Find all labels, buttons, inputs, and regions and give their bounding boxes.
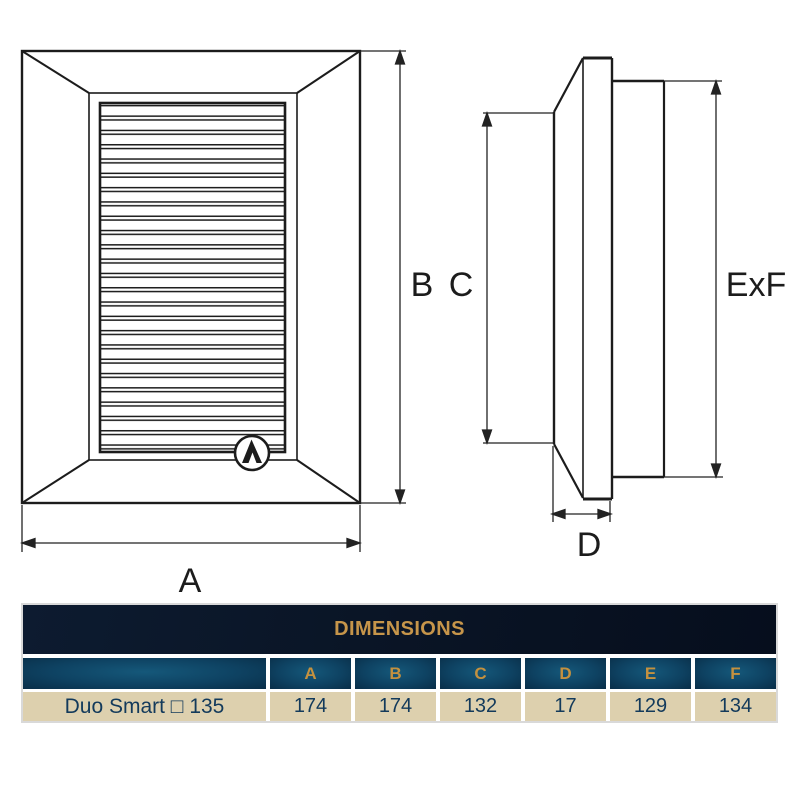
technical-drawing: A B C D ExF bbox=[20, 49, 786, 600]
column-header-a: A bbox=[270, 658, 351, 689]
frame-bevel-lines bbox=[21, 50, 361, 504]
value-d: 17 bbox=[525, 692, 606, 721]
column-header-e: E bbox=[610, 658, 691, 689]
louver-slats bbox=[100, 103, 285, 452]
label-dimension-a: A bbox=[179, 562, 202, 600]
front-inner-frame bbox=[88, 92, 298, 461]
side-view bbox=[552, 56, 666, 501]
front-view bbox=[20, 49, 362, 505]
dimensions-table: DIMENSIONS A B C D E F Duo Smart □ 135 1… bbox=[21, 603, 778, 723]
value-c: 132 bbox=[440, 692, 521, 721]
value-e: 129 bbox=[610, 692, 691, 721]
label-dimension-c: C bbox=[449, 266, 474, 304]
value-f: 134 bbox=[695, 692, 776, 721]
column-header-f: F bbox=[695, 658, 776, 689]
column-header-c: C bbox=[440, 658, 521, 689]
value-b: 174 bbox=[355, 692, 436, 721]
dimension-lines bbox=[20, 49, 723, 552]
column-header-empty bbox=[23, 658, 266, 689]
louver-border bbox=[98, 101, 287, 454]
brand-logo-icon bbox=[233, 434, 271, 472]
column-header-b: B bbox=[355, 658, 436, 689]
label-dimension-exf: ExF bbox=[726, 266, 786, 304]
table-grid: A B C D E F Duo Smart □ 135 174 174 132 … bbox=[23, 654, 776, 721]
label-dimension-d: D bbox=[577, 526, 602, 564]
table-title: DIMENSIONS bbox=[23, 605, 776, 654]
column-header-d: D bbox=[525, 658, 606, 689]
label-dimension-b: B bbox=[411, 266, 434, 304]
value-a: 174 bbox=[270, 692, 351, 721]
front-outer-frame bbox=[20, 49, 362, 505]
product-name-cell: Duo Smart □ 135 bbox=[23, 692, 266, 721]
